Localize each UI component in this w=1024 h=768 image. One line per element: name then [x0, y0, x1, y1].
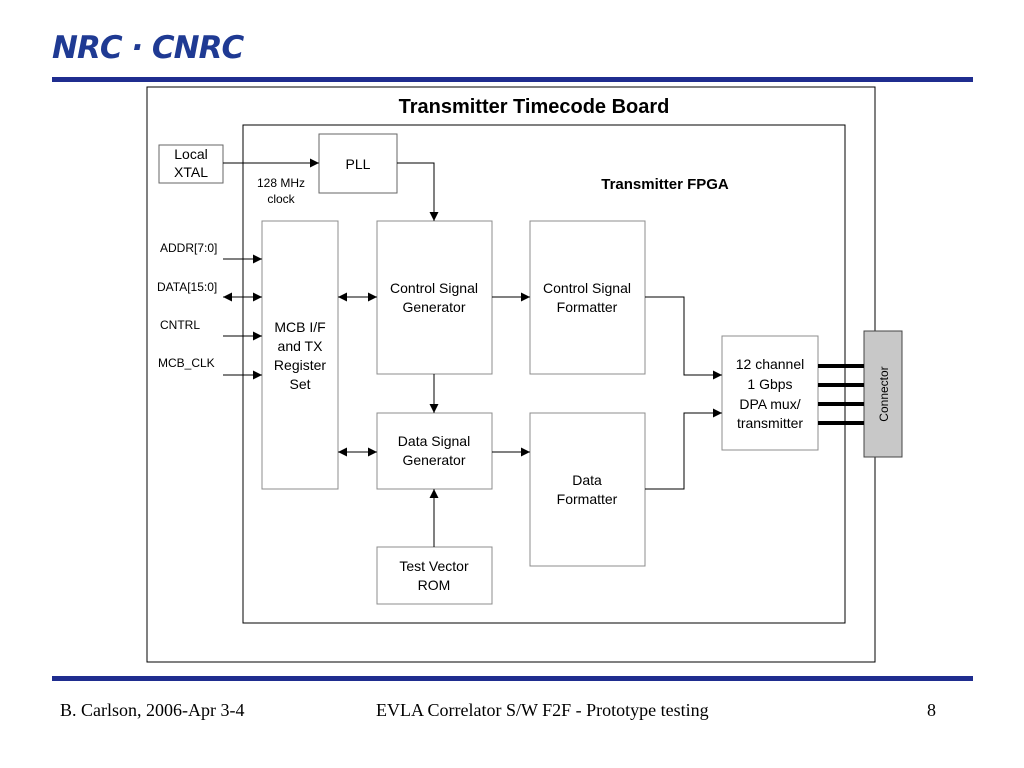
pll-to-ctrl-gen-arrow: [397, 162, 439, 221]
mcb-register-block: MCB I/F and TX Register Set: [261, 220, 339, 490]
mcb-label-3: Register: [274, 357, 326, 373]
data-signal-label: DATA[15:0]: [157, 280, 217, 294]
data-signal-generator-block: Data Signal Generator: [376, 412, 493, 490]
nrc-cnrc-logo: NRC · CNRC: [52, 30, 244, 66]
mux-label-3: DPA mux/: [739, 396, 800, 412]
test-rom-label-1: Test Vector: [399, 558, 469, 574]
addr-signal-label: ADDR[7:0]: [160, 241, 217, 255]
footer-page-number: 8: [927, 700, 936, 720]
pll-block: PLL: [318, 133, 398, 194]
ctrl-gen-label-1: Control Signal: [390, 280, 478, 296]
fpga-label: Transmitter FPGA: [601, 176, 729, 193]
local-xtal-block: Local XTAL: [158, 144, 224, 184]
local-xtal-label-1: Local: [174, 146, 207, 162]
connector-label: Connector: [877, 366, 891, 421]
clock-label-1: 128 MHz: [257, 176, 305, 190]
header-rule: [52, 77, 973, 82]
dpa-mux-transmitter-block: 12 channel 1 Gbps DPA mux/ transmitter: [721, 335, 819, 451]
data-fmt-label-2: Formatter: [557, 491, 618, 507]
mcb-label-1: MCB I/F: [274, 319, 325, 335]
test-vector-rom-block: Test Vector ROM: [376, 546, 493, 605]
cntrl-signal-label: CNTRL: [160, 318, 200, 332]
test-rom-label-2: ROM: [418, 577, 451, 593]
footer-author-date: B. Carlson, 2006-Apr 3-4: [60, 700, 245, 720]
data-fmt-to-mux-arrow: [645, 408, 722, 490]
local-xtal-label-2: XTAL: [174, 164, 208, 180]
ctrl-fmt-to-mux-arrow: [645, 296, 722, 380]
footer-rule: [52, 676, 973, 681]
fpga-outline: [242, 124, 846, 624]
control-signal-generator-block: Control Signal Generator: [376, 220, 493, 375]
mcb-label-2: and TX: [278, 338, 324, 354]
mcb-clk-signal-label: MCB_CLK: [158, 356, 215, 370]
mux-label-4: transmitter: [737, 415, 803, 431]
mux-label-1: 12 channel: [736, 356, 805, 372]
ctrl-gen-label-2: Generator: [402, 299, 465, 315]
pll-label: PLL: [346, 156, 371, 172]
control-signal-formatter-block: Control Signal Formatter: [529, 220, 646, 375]
data-fmt-label-1: Data: [572, 472, 602, 488]
diagram-title: Transmitter Timecode Board: [399, 96, 670, 118]
ctrl-fmt-label-1: Control Signal: [543, 280, 631, 296]
mcb-label-4: Set: [289, 376, 310, 392]
mux-label-2: 1 Gbps: [747, 376, 792, 392]
footer-talk-title: EVLA Correlator S/W F2F - Prototype test…: [376, 700, 709, 720]
clock-label-2: clock: [267, 192, 295, 206]
data-formatter-block: Data Formatter: [529, 412, 646, 567]
data-gen-label-1: Data Signal: [398, 433, 470, 449]
ctrl-fmt-label-2: Formatter: [557, 299, 618, 315]
data-gen-label-2: Generator: [402, 452, 465, 468]
connector-block: Connector: [863, 330, 903, 458]
